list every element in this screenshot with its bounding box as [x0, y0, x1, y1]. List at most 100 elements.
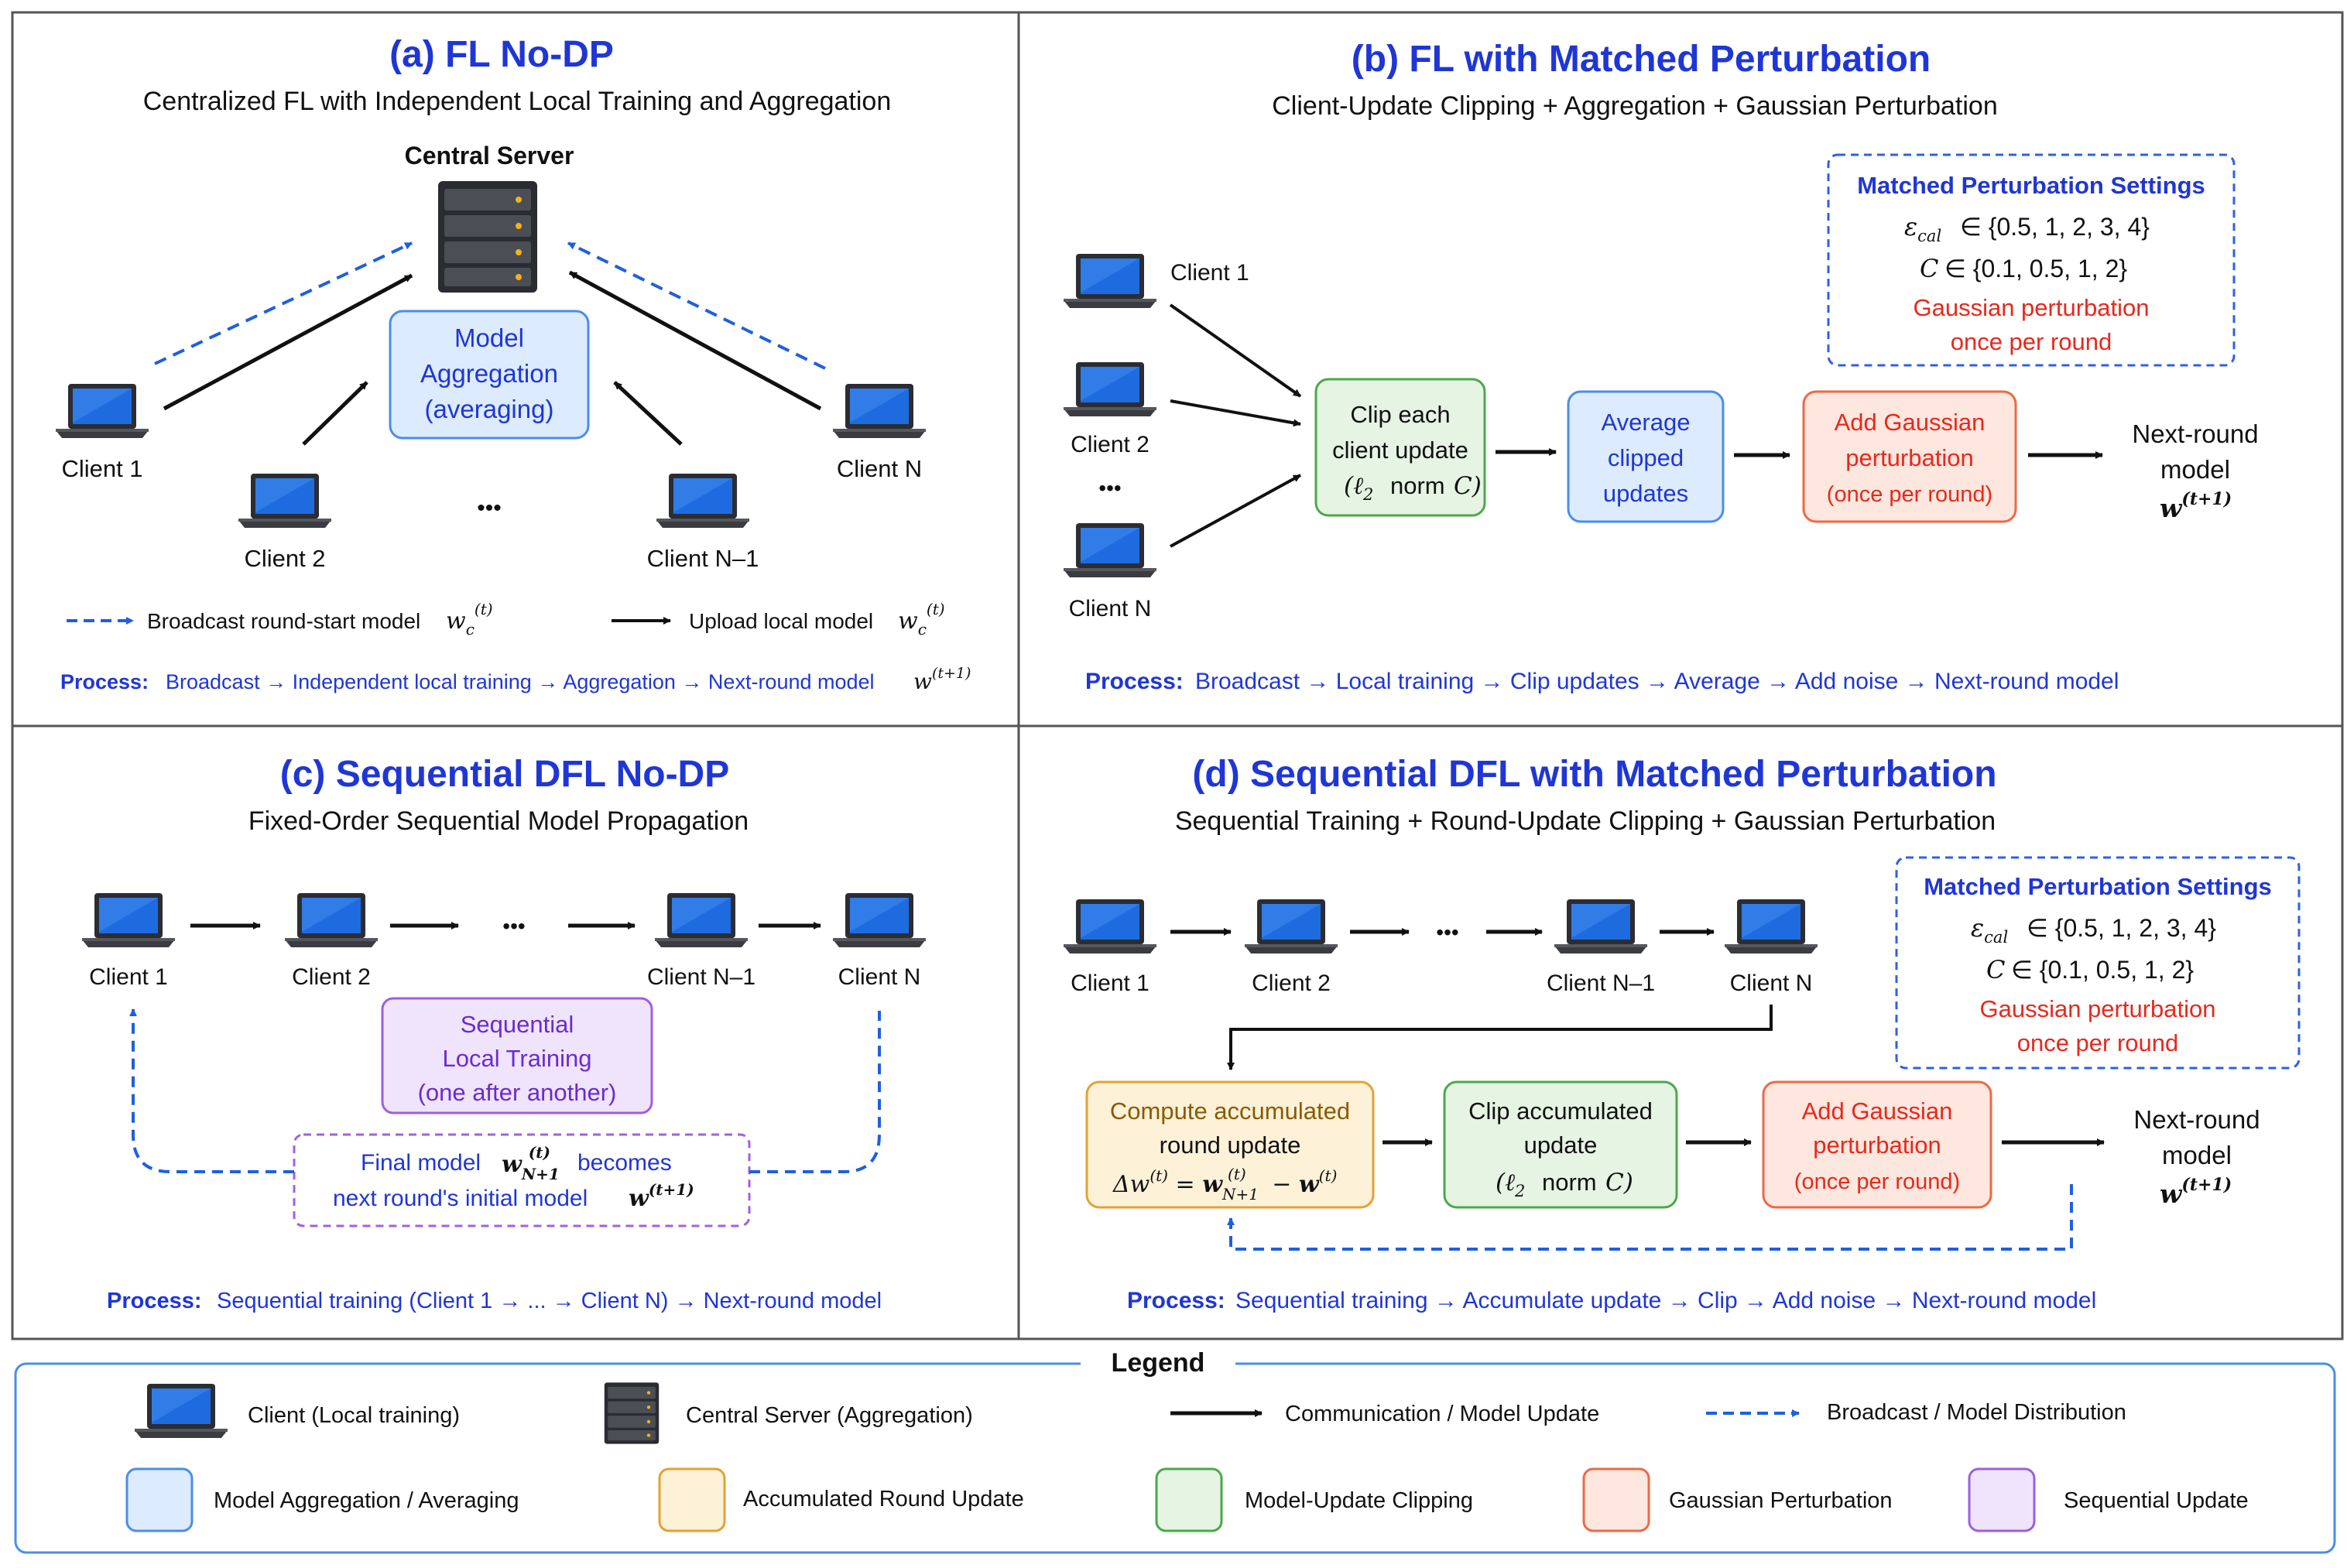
- panel-b-clip-box-norm-c: C): [1454, 472, 1482, 500]
- panel-b-noise-box-line3: (once per round): [1827, 482, 1992, 507]
- legend-aggregation-text: Model Aggregation / Averaging: [214, 1488, 519, 1513]
- legend-a-broadcast-text: Broadcast round-start model: [147, 609, 420, 633]
- server-icon: [438, 181, 537, 293]
- panel-d-clip-box-line1: Clip accumulated: [1468, 1097, 1653, 1125]
- legend-accumulated-swatch: [658, 1467, 726, 1532]
- panel-d-next-round-line1: Next-round: [2133, 1105, 2260, 1134]
- legend-sequential-text: Sequential Update: [2064, 1488, 2249, 1513]
- panel-b-noise-box-line1: Add Gaussian: [1835, 409, 1986, 436]
- central-server-label: Central Server: [405, 142, 574, 169]
- panel-d-title: (d) Sequential DFL with Matched Perturba…: [1192, 754, 1996, 795]
- panel-c-subtitle: Fixed-Order Sequential Model Propagation: [248, 806, 749, 836]
- panel-c-client-n1-laptop-icon: [655, 893, 748, 947]
- panel-c-process-label: Process:: [107, 1289, 202, 1313]
- upload-arrow-client-n1: [613, 381, 683, 446]
- client-n1-label: Client N–1: [647, 545, 759, 572]
- panel-c-client-1-laptop-icon: [82, 893, 175, 947]
- panel-c-final-line1a: Final model: [361, 1150, 481, 1176]
- panel-c-sequential-box-line2: Local Training: [442, 1045, 591, 1072]
- panels-frame: [11, 11, 2344, 1340]
- panel-a-title: (a) FL No-DP: [389, 34, 614, 75]
- client-2-laptop-icon: [238, 474, 331, 528]
- panel-a-subtitle: Centralized FL with Independent Local Tr…: [143, 87, 892, 116]
- client-n-label: Client N: [837, 455, 922, 482]
- panel-d-noise-box-line1: Add Gaussian: [1802, 1097, 1953, 1125]
- legend-broadcast-text: Broadcast / Model Distribution: [1827, 1400, 2126, 1425]
- aggregation-box-line1: Model: [454, 324, 524, 352]
- panel-b-title: (b) FL with Matched Perturbation: [1352, 39, 1931, 80]
- client-1-label: Client 1: [61, 455, 142, 482]
- panel-d-noise-box-line2: perturbation: [1813, 1131, 1941, 1159]
- legend-a-broadcast-math: wc(t): [446, 600, 493, 638]
- panel-a-process-text: Broadcast → Independent local training →…: [166, 670, 875, 693]
- panel-c-client-n1-label: Client N–1: [647, 964, 755, 990]
- panel-b-settings-eps-symbol: εcal: [1904, 212, 1941, 245]
- legend-title: Legend: [1112, 1348, 1205, 1378]
- panel-c-ellipsis: •••: [502, 914, 525, 938]
- panel-b-process-text: Broadcast → Local training → Clip update…: [1195, 669, 2119, 694]
- panel-d-client-1-label: Client 1: [1071, 971, 1150, 996]
- client-2-label: Client 2: [244, 545, 325, 572]
- panel-b-settings-c-symbol: C: [1920, 254, 1938, 283]
- panel-b-average-box-line1: Average: [1602, 409, 1691, 436]
- panel-d-accumulate-box: [1085, 1080, 1375, 1209]
- panel-c-sequential-box: [381, 997, 653, 1114]
- panel-c-title: (c) Sequential DFL No-DP: [280, 754, 729, 795]
- panel-b-arrow-client-2: [1170, 399, 1301, 427]
- panel-c-client-1-label: Client 1: [89, 964, 168, 990]
- panel-d-clip-box-norm-word: norm: [1542, 1169, 1597, 1196]
- panel-d-clip-box-norm-symbol: (ℓ2: [1496, 1169, 1525, 1200]
- legend-aggregation-swatch: [125, 1467, 194, 1532]
- panel-d-client-2-label: Client 2: [1252, 971, 1331, 996]
- panel-b-process-label: Process:: [1085, 669, 1184, 694]
- panel-b-settings-box: [1827, 153, 2236, 367]
- upload-arrow-client-2: [302, 381, 368, 446]
- panel-d-subtitle: Sequential Training + Round-Update Clipp…: [1175, 806, 1996, 836]
- panel-c-final-line1b: becomes: [577, 1150, 672, 1176]
- panel-b-client-2-label: Client 2: [1071, 432, 1150, 457]
- panel-d-client-n-laptop-icon: [1725, 899, 1818, 953]
- panel-d-settings-eps-symbol: εcal: [1971, 913, 2008, 947]
- panel-d-settings-title: Matched Perturbation Settings: [1924, 873, 2272, 900]
- panel-b-clip-box-norm-word: norm: [1390, 472, 1445, 499]
- panel-d-client-2-laptop-icon: [1245, 899, 1338, 953]
- panel-c-feedback-line: [749, 1011, 881, 1173]
- legend-client-text: Client (Local training): [248, 1403, 460, 1428]
- client-1-laptop-icon: [56, 384, 149, 438]
- panel-c-process-text: Sequential training (Client 1 → ... → Cl…: [217, 1289, 882, 1313]
- legend-accumulated-text: Accumulated Round Update: [743, 1487, 1024, 1512]
- legend-a-upload-text: Upload local model: [689, 609, 873, 633]
- panel-c: (c) Sequential DFL No-DP Fixed-Order Seq…: [82, 754, 926, 1313]
- panel-c-client-2-laptop-icon: [285, 893, 378, 947]
- panel-a-process-label: Process:: [60, 670, 149, 693]
- upload-arrow-client-n: [568, 270, 822, 411]
- panel-d-noise-box: [1762, 1080, 1992, 1209]
- panel-b-client-1-laptop-icon: [1064, 254, 1156, 308]
- panel-b-settings-note-line1: Gaussian perturbation: [1913, 294, 2149, 321]
- panel-d-noise-box-line3: (once per round): [1794, 1169, 1960, 1194]
- panel-b-client-2-laptop-icon: [1064, 362, 1156, 416]
- panel-b: (b) FL with Matched Perturbation Client-…: [1064, 39, 2259, 694]
- panel-a-ellipsis: •••: [477, 495, 502, 521]
- legend-a-upload-math: wc(t): [898, 600, 945, 638]
- panel-d-process-label: Process:: [1127, 1288, 1225, 1313]
- panel-b-client-1-label: Client 1: [1170, 260, 1249, 286]
- legend-server-text: Central Server (Aggregation): [686, 1403, 973, 1428]
- legend-sequential-swatch: [1968, 1467, 2036, 1532]
- broadcast-arrow-client-1: [154, 241, 413, 365]
- upload-arrow-client-1: [163, 273, 413, 411]
- legend-client-laptop-icon: [135, 1384, 228, 1438]
- panel-b-next-round-line1: Next-round: [2132, 419, 2258, 448]
- legend: Legend Client (Local training) Central S…: [14, 1347, 2336, 1554]
- panel-c-final-line2: next round's initial model: [333, 1186, 588, 1211]
- legend-clipping-swatch: [1155, 1467, 1223, 1532]
- legend-title-background: [1081, 1347, 1235, 1381]
- panel-b-ellipsis: •••: [1098, 476, 1121, 500]
- panel-d-accumulate-box-line1: Compute accumulated: [1110, 1097, 1350, 1125]
- legend-communication-text: Communication / Model Update: [1285, 1402, 1599, 1426]
- panel-c-sequential-box-line1: Sequential: [461, 1011, 574, 1038]
- panel-b-settings-c-values: ∈ {0.1, 0.5, 1, 2}: [1944, 255, 2127, 282]
- aggregation-box-line3: (averaging): [425, 395, 554, 423]
- panel-c-client-2-label: Client 2: [292, 964, 371, 990]
